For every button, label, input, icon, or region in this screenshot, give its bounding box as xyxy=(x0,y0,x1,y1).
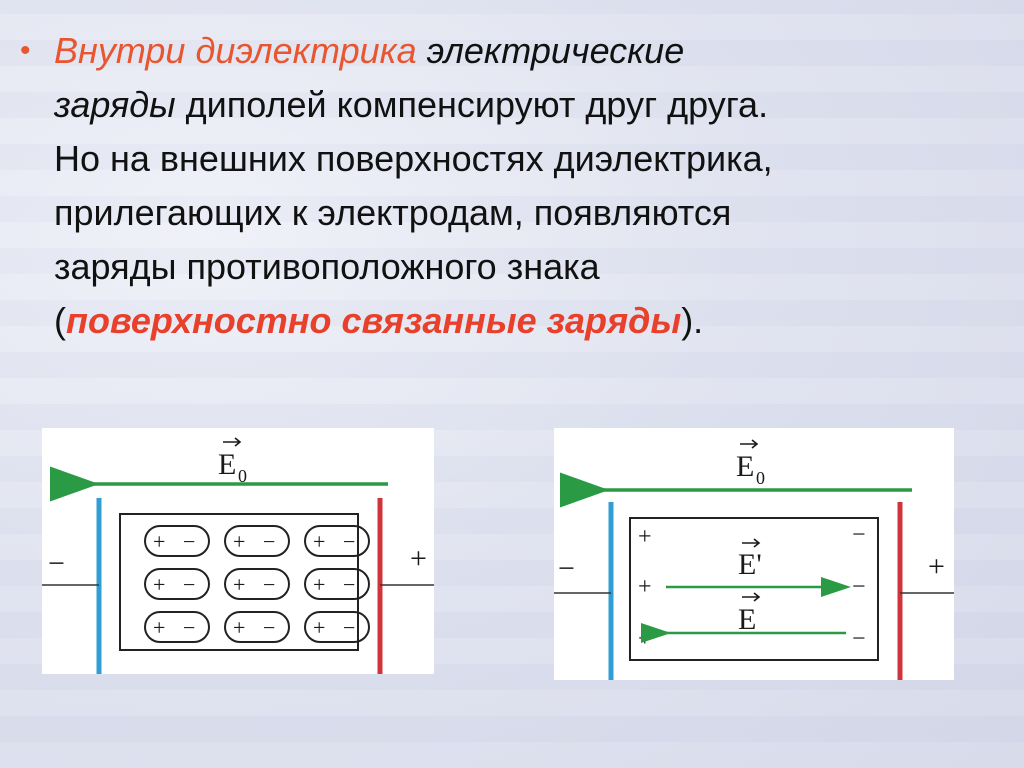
dipoles-diagram: E 0 − + +−+−+−+−+−+−+−+−+− xyxy=(42,437,434,674)
figure-dipoles: E 0 − + +−+−+−+−+−+−+−+−+− xyxy=(42,428,434,674)
line-2-rest: диполей компенсируют друг друга. xyxy=(185,84,769,125)
dielectric-slab xyxy=(629,517,879,661)
slide-text-block: • Внутри диэлектрика электрические заряд… xyxy=(20,24,980,348)
field-subscript-e0: 0 xyxy=(238,466,247,486)
vector-arrow-icon xyxy=(742,592,761,602)
terminal-sign-right: + xyxy=(410,542,427,575)
dipole-minus-sign: − xyxy=(263,572,275,597)
phrase-charges: заряды xyxy=(54,84,176,125)
field-label-e-net: E xyxy=(738,603,756,636)
dipole-shell xyxy=(304,568,370,600)
dipole-shell xyxy=(144,525,210,557)
field-subscript-e0: 0 xyxy=(756,468,765,488)
field-label-e0: E xyxy=(736,450,754,483)
surface-charge-plus-1: + xyxy=(638,524,652,550)
dipole: +− xyxy=(224,525,290,557)
vector-arrow-icon xyxy=(740,439,759,449)
vector-arrow-icon xyxy=(742,538,761,548)
surface-charges-diagram: E 0 − + + + + − − − E' E xyxy=(554,439,954,680)
dipole-plus-sign: + xyxy=(313,572,325,597)
line-6-close: ). xyxy=(681,300,704,341)
dipole-minus-sign: − xyxy=(183,615,195,640)
dipole-minus-sign: − xyxy=(343,572,355,597)
dipole: +− xyxy=(144,611,210,643)
dipole-shell xyxy=(144,611,210,643)
dipole-minus-sign: − xyxy=(343,529,355,554)
dipole-plus-sign: + xyxy=(233,529,245,554)
dipole-plus-sign: + xyxy=(233,572,245,597)
dipole: +− xyxy=(304,611,370,643)
dipole-plus-sign: + xyxy=(153,572,165,597)
dipole-minus-sign: − xyxy=(343,615,355,640)
dipole: +− xyxy=(224,611,290,643)
dipole-shell xyxy=(144,568,210,600)
dipole: +− xyxy=(224,568,290,600)
dipole: +− xyxy=(144,525,210,557)
figure-surface-charges: E 0 − + + + + − − − E' E xyxy=(554,428,954,680)
dipole: +− xyxy=(304,525,370,557)
vector-arrow-icon xyxy=(223,437,242,447)
bullet: • xyxy=(20,34,31,67)
line-3: Но на внешних поверхностях диэлектрика, xyxy=(54,138,773,179)
dipole: +− xyxy=(304,568,370,600)
terminal-sign-right: + xyxy=(928,550,945,583)
dipole-plus-sign: + xyxy=(233,615,245,640)
paragraph: Внутри диэлектрика электрические заряды … xyxy=(54,24,980,348)
dipole-minus-sign: − xyxy=(183,529,195,554)
dipole-plus-sign: + xyxy=(153,529,165,554)
dielectric-slab xyxy=(119,513,359,651)
field-label-e0: E xyxy=(218,448,236,481)
dipole-grid: +−+−+−+−+−+−+−+−+− xyxy=(144,525,370,643)
dipole-shell xyxy=(224,568,290,600)
line-6-open: ( xyxy=(54,300,66,341)
field-label-e-prime: E' xyxy=(738,548,762,581)
surface-charge-minus-1: − xyxy=(852,522,866,548)
dipole-minus-sign: − xyxy=(263,615,275,640)
surface-bound-charges-term: поверхностно связанные заряды xyxy=(66,300,682,341)
dipole-shell xyxy=(304,525,370,557)
dipole-shell xyxy=(224,611,290,643)
dipole-plus-sign: + xyxy=(313,615,325,640)
surface-charge-plus-2: + xyxy=(638,574,652,600)
dipole-minus-sign: − xyxy=(263,529,275,554)
surface-charge-plus-3: + xyxy=(638,626,652,652)
phrase-electric: электрические xyxy=(426,30,685,71)
terminal-sign-left: − xyxy=(558,552,575,585)
dipole-shell xyxy=(304,611,370,643)
line-5: заряды противоположного знака xyxy=(54,246,600,287)
terminal-sign-left: − xyxy=(48,547,65,580)
dipole-shell xyxy=(224,525,290,557)
dipole-minus-sign: − xyxy=(183,572,195,597)
phrase-inside-dielectric: Внутри диэлектрика xyxy=(54,30,417,71)
dipole-plus-sign: + xyxy=(153,615,165,640)
surface-charge-minus-3: − xyxy=(852,626,866,652)
surface-charge-minus-2: − xyxy=(852,574,866,600)
dipole-plus-sign: + xyxy=(313,529,325,554)
line-4: прилегающих к электродам, появляются xyxy=(54,192,732,233)
dipole: +− xyxy=(144,568,210,600)
